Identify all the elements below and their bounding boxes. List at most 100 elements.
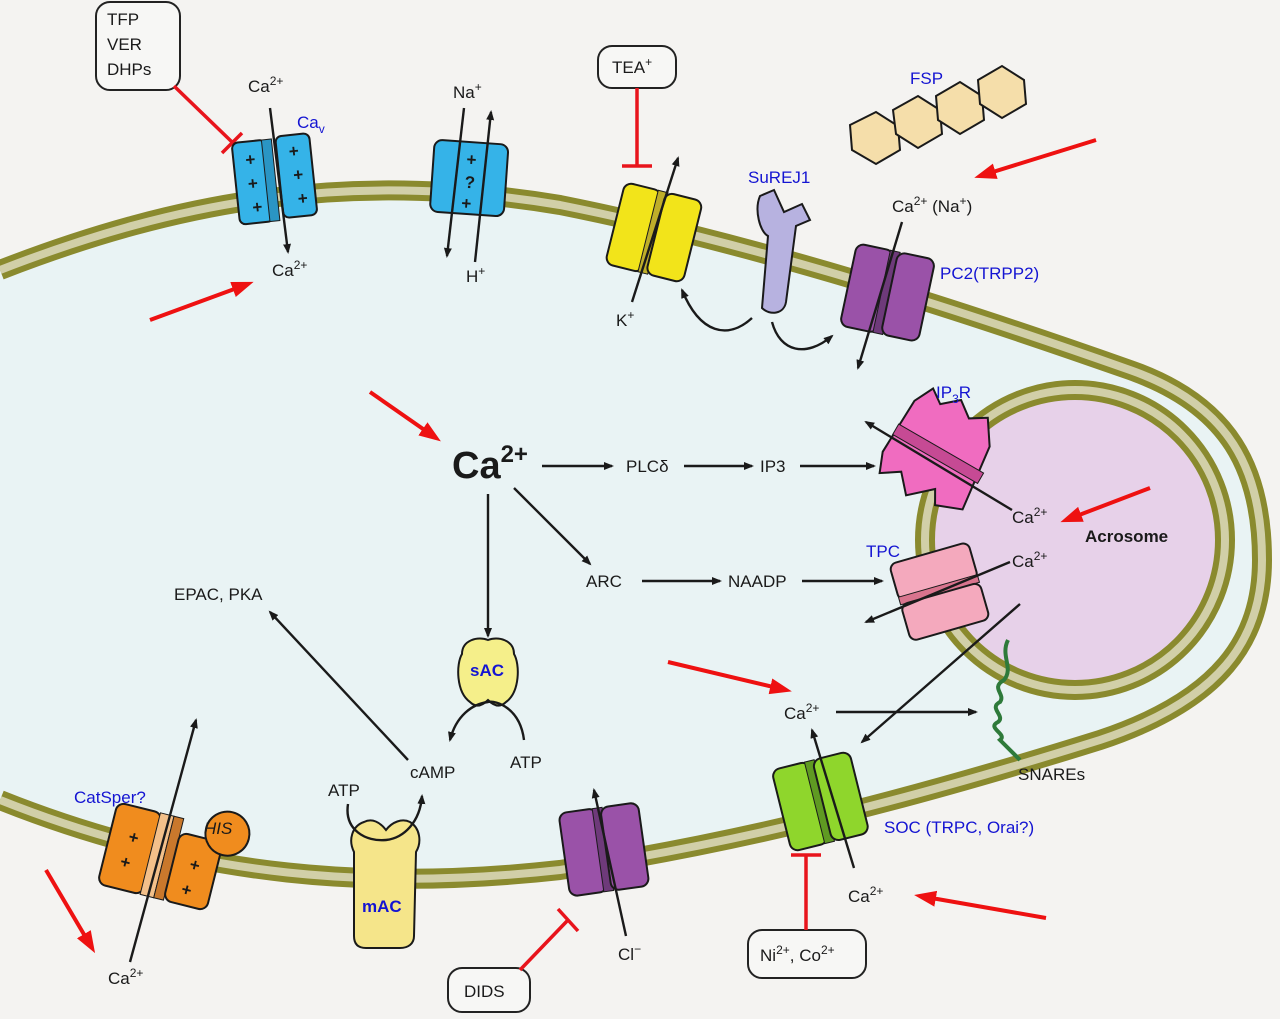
svg-text:TEA+: TEA+ — [612, 55, 652, 77]
svg-text:Ca2+: Ca2+ — [272, 258, 307, 280]
surej1-label: SuREJ1 — [748, 168, 810, 187]
cav-ca-influx-arrow — [268, 107, 291, 254]
stimulus-arrow-acrosome — [1060, 486, 1151, 523]
ip3r-ion-label: Ca — [1012, 508, 1034, 527]
na-h-exchanger: +?+ — [429, 139, 510, 218]
stimulus-arrow-cav — [149, 281, 254, 322]
pc2-channel — [840, 243, 935, 342]
stimulus-arrow-catsper — [44, 868, 96, 954]
his-label: HIS — [204, 819, 233, 838]
arc-label: ARC — [586, 572, 622, 591]
h-efflux-arrow — [473, 110, 495, 263]
stimulus-arrow-central-ca — [368, 390, 441, 442]
surej1-to-pc2-arrow — [770, 321, 834, 351]
mac-atp-to-camp-arrow — [346, 794, 426, 842]
tpc-ca-release-arrow — [864, 560, 1011, 624]
svg-text:IP3R: IP3R — [936, 383, 971, 406]
naadp-label: NAADP — [728, 572, 787, 591]
mac-atp-label: ATP — [328, 781, 360, 800]
acrosome-to-soc-arrow — [860, 603, 1021, 744]
cav-top-ion: Ca — [248, 77, 270, 96]
ni-co-inhibition-line — [791, 853, 821, 930]
soc-inner-ca-label: Ca — [784, 704, 806, 723]
surej1-receptor — [756, 188, 812, 314]
svg-text:Cl−: Cl− — [618, 942, 641, 964]
cl-label: Cl — [618, 945, 634, 964]
svg-text:+: + — [292, 165, 304, 185]
blocker-ver: VER — [107, 35, 142, 54]
sac-label: sAC — [470, 661, 504, 680]
svg-text:+: + — [244, 150, 256, 170]
stimulus-arrow-fsp — [974, 138, 1097, 179]
ip3r-label: IP — [936, 383, 952, 402]
dids-inhibition-line — [518, 907, 580, 972]
soc-label: SOC (TRPC, Orai?) — [884, 818, 1034, 837]
soc-ca-influx-arrow — [810, 728, 856, 869]
blocker-tfp: TFP — [107, 10, 139, 29]
fsp-molecule — [848, 64, 1028, 166]
svg-text:Ca2+: Ca2+ — [452, 441, 528, 487]
svg-text:+: + — [461, 194, 472, 214]
central-ca-label: Ca — [452, 445, 501, 487]
svg-text:Ni2+, Co2+: Ni2+, Co2+ — [760, 943, 835, 965]
svg-text:Ca2+: Ca2+ — [108, 966, 143, 988]
svg-text:+: + — [127, 827, 141, 848]
dids-box: DIDS — [447, 967, 531, 1013]
sac-atp-to-camp-arrow — [448, 700, 526, 742]
sac-enzyme — [457, 637, 519, 707]
ni-label: Ni — [760, 946, 776, 965]
svg-text:Ca2+: Ca2+ — [784, 701, 819, 723]
ca-to-arc-arrow — [513, 487, 592, 566]
svg-text:Ca2+: Ca2+ — [1012, 505, 1047, 527]
k-label: K — [616, 311, 628, 330]
camp-label: cAMP — [410, 763, 455, 782]
svg-text:Cav: Cav — [297, 113, 325, 136]
soc-ion-label: Ca — [848, 887, 870, 906]
stimulus-arrows — [44, 138, 1151, 954]
acrosome — [915, 380, 1235, 700]
cav-bottom-ion: Ca — [272, 261, 294, 280]
cav-channel: +++ +++ — [231, 132, 318, 226]
pc2-ca-influx-arrow — [856, 221, 904, 370]
svg-text:Na+: Na+ — [453, 80, 482, 102]
svg-text:+: + — [179, 880, 193, 901]
svg-text:+: + — [118, 852, 132, 873]
tpc-label: TPC — [866, 542, 900, 561]
tea-box: TEA+ — [597, 45, 677, 89]
svg-text:Ca2+: Ca2+ — [848, 884, 883, 906]
cl-efflux-arrow — [591, 788, 628, 937]
plc-label: PLCδ — [626, 457, 669, 476]
svg-text:Ca2+: Ca2+ — [1012, 549, 1047, 571]
svg-text:Ca2+: Ca2+ — [248, 74, 283, 96]
svg-text:+: + — [288, 141, 300, 161]
svg-text:+: + — [188, 855, 202, 876]
cav-inhibition-line — [172, 84, 244, 155]
mac-label: mAC — [362, 897, 402, 916]
plasma-membrane — [0, 180, 1273, 889]
svg-text:+: + — [466, 150, 477, 170]
cl-channel — [558, 802, 650, 897]
fsp-label: FSP — [910, 69, 943, 88]
svg-text:+: + — [251, 197, 263, 217]
stimulus-arrow-soc-outer — [914, 890, 1047, 920]
pc2-label: PC2(TRPP2) — [940, 264, 1039, 283]
h-label: H — [466, 267, 478, 286]
dids-label: DIDS — [464, 982, 505, 1001]
svg-text:Ca2+ (Na+): Ca2+ (Na+) — [892, 194, 972, 216]
soc-channel — [772, 751, 869, 852]
cytoplasm — [0, 190, 1262, 879]
tea-label: TEA — [612, 58, 646, 77]
epac-pka-label: EPAC, PKA — [174, 585, 263, 604]
ni-co-box: Ni2+, Co2+ — [747, 929, 867, 979]
tea-inhibition-line — [622, 88, 652, 168]
blocker-dhps: DHPs — [107, 60, 151, 79]
camp-to-epac-arrow — [268, 610, 409, 761]
ip3r-ca-release-arrow — [864, 420, 1013, 512]
sac-atp-label: ATP — [510, 753, 542, 772]
acrosome-label: Acrosome — [1085, 527, 1168, 546]
cav-blockers-box: TFP VER DHPs — [95, 1, 181, 91]
svg-text:H+: H+ — [466, 264, 485, 286]
catsper-ion-label: Ca — [108, 969, 130, 988]
na-influx-arrow — [443, 107, 466, 258]
